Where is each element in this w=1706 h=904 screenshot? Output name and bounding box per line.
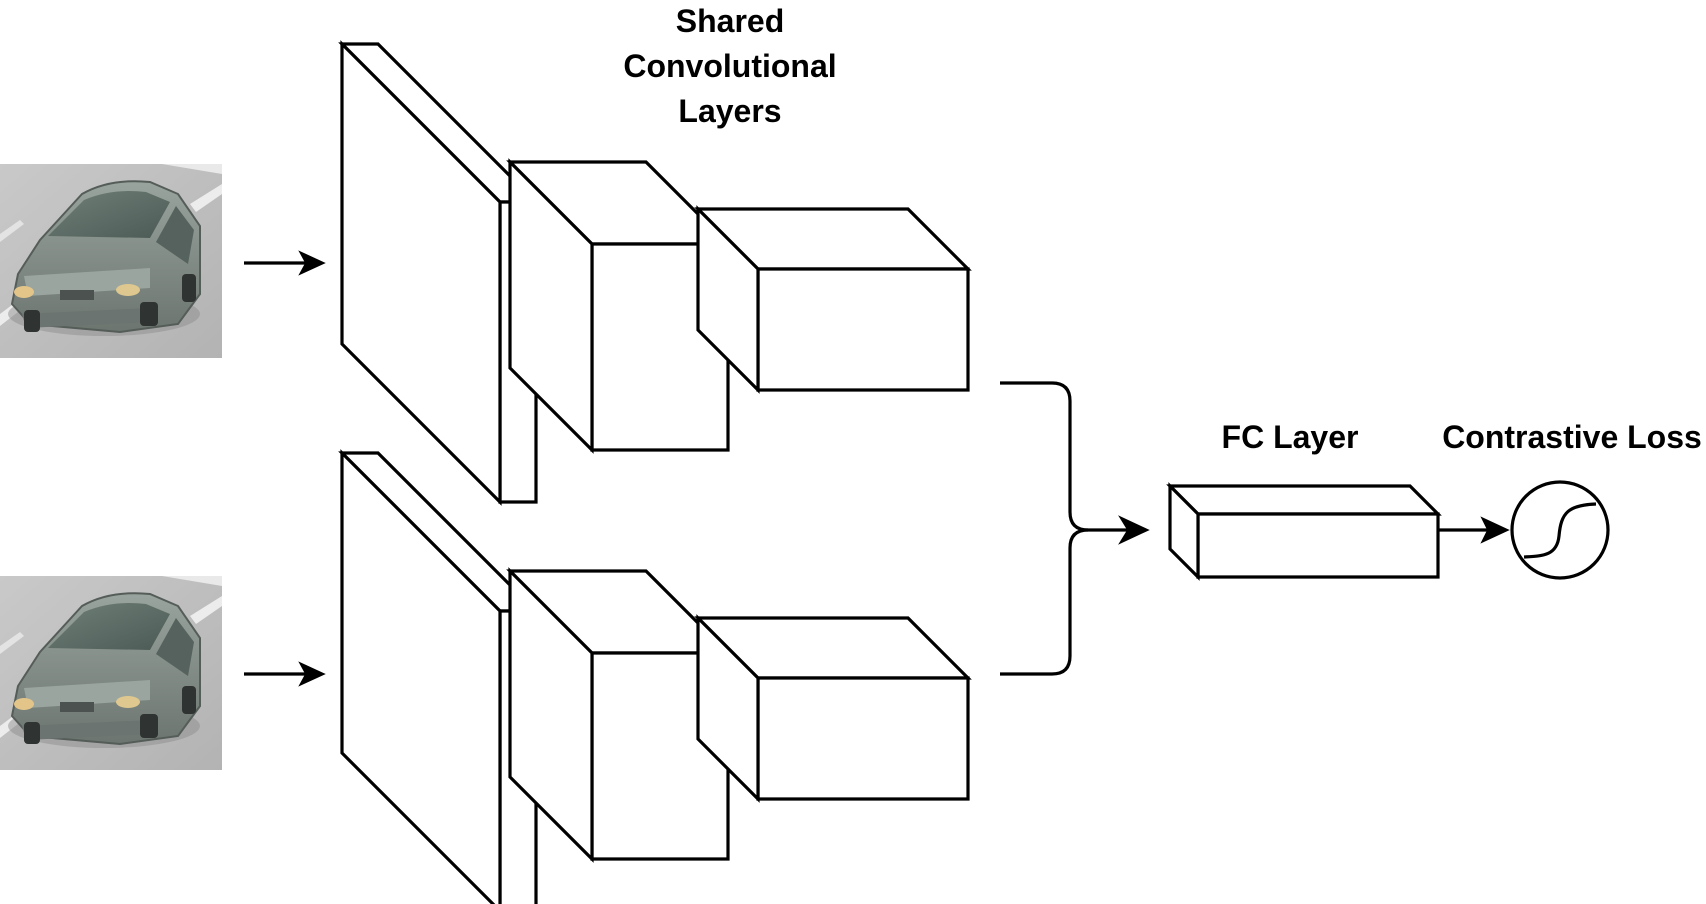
fc-to-loss-arrow	[1438, 516, 1510, 544]
conv-stack-top	[340, 42, 970, 504]
fc-layer-label: FC Layer	[1222, 419, 1359, 455]
input-arrow-bottom	[242, 661, 326, 687]
conv-stack-bottom	[340, 451, 970, 904]
contrastive-loss-label: Contrastive Loss	[1442, 419, 1702, 455]
merge-arrow-head	[1118, 515, 1150, 545]
contrastive-loss-icon	[1510, 480, 1610, 580]
input-car-image-top	[0, 163, 223, 359]
input-arrow-top	[242, 250, 326, 276]
title-line-1: Shared	[676, 3, 784, 39]
fc-layer-block	[1166, 482, 1442, 581]
title-line-2: Convolutional	[623, 48, 836, 84]
title-line-3: Layers	[678, 93, 781, 129]
merge-connector	[1000, 381, 1150, 676]
shared-layers-title: Shared Convolutional Layers	[623, 3, 836, 129]
input-car-image-bottom	[0, 575, 223, 771]
